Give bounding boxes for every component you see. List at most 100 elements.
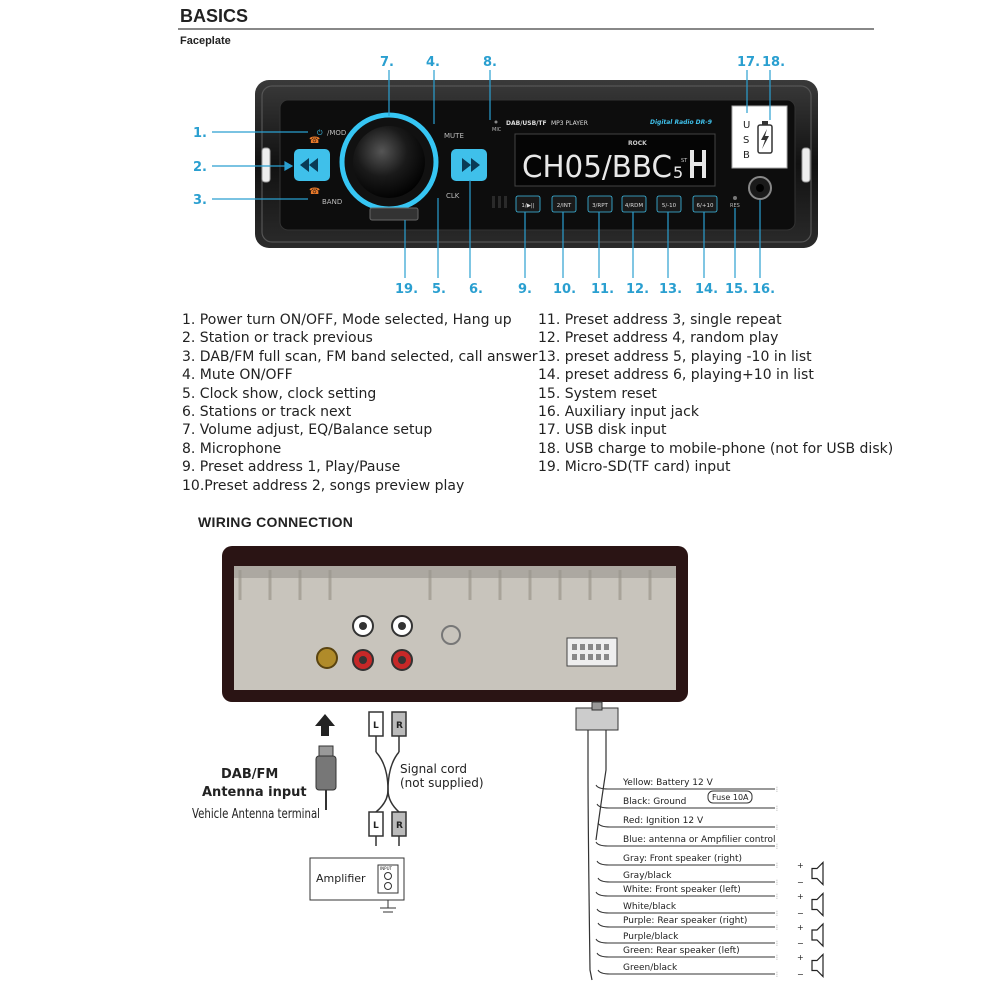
section-subtitle: Faceplate	[180, 35, 231, 47]
callout-1: 1.	[193, 126, 207, 141]
callout-11: 11.	[591, 282, 614, 297]
polarity-icon: −	[797, 939, 804, 948]
usb-letter-b: B	[743, 150, 750, 161]
wire-line	[596, 860, 775, 866]
reset-hole	[733, 196, 737, 200]
antenna-title-1: DAB/FM	[221, 767, 278, 782]
callout-10: 10.	[553, 282, 576, 297]
wire-line	[595, 784, 775, 790]
wire-terminal-icon: ⫶	[776, 971, 778, 979]
title-rule	[178, 28, 874, 30]
legend-item: 6. Stations or track next	[182, 404, 352, 421]
callout-leaders	[212, 70, 771, 278]
callout-6: 6.	[469, 282, 483, 297]
callout-17: 17.	[737, 55, 760, 70]
legend-left: 1. Power turn ON/OFF, Mode selected, Han…	[182, 311, 538, 495]
polarity-icon: +	[797, 861, 804, 870]
wire-terminal-icon: ⫶	[776, 954, 778, 962]
legend-item: 11. Preset address 3, single repeat	[538, 312, 782, 328]
callout-13: 13.	[659, 282, 682, 297]
legend-item: 18. USB charge to mobile-phone (not for …	[538, 440, 894, 457]
callout-7: 7.	[380, 55, 394, 70]
wire-label: Gray/black	[623, 871, 672, 881]
display-text: CH05/BBC	[522, 150, 672, 185]
wire-line	[596, 952, 775, 958]
fuse-label: Fuse 10A	[712, 793, 749, 802]
signal-cord-label: Signal cord	[400, 762, 467, 776]
wire-terminal-icon: ⫶	[776, 824, 778, 832]
wiring-title: WIRING CONNECTION	[198, 514, 354, 530]
signal-cord-note: (not supplied)	[400, 776, 484, 790]
preset-button-6[interactable]	[692, 195, 718, 213]
source-label: DAB/USB/TF	[506, 120, 547, 127]
page-title: BASICS	[180, 6, 249, 26]
amp-input-tag: INPUT	[380, 866, 393, 871]
legend-item: 2. Station or track previous	[182, 330, 373, 347]
wire-line	[596, 908, 775, 914]
antenna-plug	[315, 755, 337, 791]
antenna-socket	[316, 647, 338, 669]
callout-2: 2.	[193, 160, 207, 175]
polarity-icon: −	[797, 878, 804, 887]
legend-right: 11. Preset address 3, single repeat 12. …	[538, 311, 893, 477]
preset-button-5[interactable]	[656, 195, 682, 213]
wire-line	[597, 969, 775, 975]
legend-item: 5. Clock show, clock setting	[182, 385, 377, 402]
wire-terminal-icon: ⫶	[776, 910, 778, 918]
wire-terminal-icon: ⫶	[776, 879, 778, 887]
wire-label: Black: Ground	[623, 797, 686, 807]
legend-item: 15. System reset	[538, 385, 657, 402]
rca-cord	[368, 711, 407, 846]
rca-label-r: R	[396, 821, 403, 831]
wire-terminal-icon: ⫶	[776, 805, 778, 813]
callout-14: 14.	[695, 282, 718, 297]
polarity-icon: −	[797, 909, 804, 918]
preset-button-2[interactable]	[551, 195, 577, 213]
iso-connector	[566, 637, 618, 667]
wire-label: Yellow: Battery 12 V	[622, 778, 714, 788]
wire-terminal-icon: ⫶	[776, 786, 778, 794]
clk-label: CLK	[446, 192, 460, 200]
wire-label: Green/black	[623, 963, 678, 973]
wire-label: Gray: Front speaker (right)	[623, 854, 742, 864]
wire-line	[595, 938, 775, 944]
lcd-display	[514, 133, 716, 187]
speaker-icon	[811, 861, 824, 886]
genre-label: ROCK	[628, 140, 647, 147]
legend-item: 13. preset address 5, playing -10 in lis…	[538, 348, 812, 365]
callout-12: 12.	[626, 282, 649, 297]
preset-label-3: 3/RPT	[592, 203, 608, 209]
mod-label: /MOD	[327, 129, 346, 137]
svg-text:⏻: ⏻	[317, 129, 323, 137]
polarity-icon: −	[797, 970, 804, 979]
res-label: RES	[730, 203, 740, 209]
svg-text:☎: ☎	[309, 187, 320, 197]
vent-slots	[492, 196, 507, 208]
mic-hole	[494, 120, 498, 124]
preset-label-4: 4/RDM	[625, 203, 643, 209]
legend-item: 14. preset address 6, playing+10 in list	[538, 367, 814, 384]
callout-18: 18.	[762, 55, 785, 70]
rca-label-l: L	[373, 721, 379, 731]
preset-button-1[interactable]	[515, 195, 541, 213]
rca-label-r: R	[396, 721, 403, 731]
callout-15: 15.	[725, 282, 748, 297]
preset-button-3[interactable]	[587, 195, 613, 213]
wire-label: White: Front speaker (left)	[623, 885, 741, 895]
callout-19: 19.	[395, 282, 418, 297]
legend-item: 9. Preset address 1, Play/Pause	[182, 459, 401, 476]
display-tail: 5	[673, 163, 683, 182]
up-arrow-icon	[315, 714, 335, 736]
preset-label-6: 6/+10	[697, 203, 714, 209]
callout-8: 8.	[483, 55, 497, 70]
antenna-title-2: Antenna input	[202, 785, 307, 800]
player-label: MP3 PLAYER	[551, 120, 588, 127]
volume-knob	[353, 126, 425, 198]
callout-5: 5.	[432, 282, 446, 297]
preset-button-4[interactable]	[621, 195, 647, 213]
legend-item: 7. Volume adjust, EQ/Balance setup	[182, 422, 433, 439]
polarity-icon: +	[797, 892, 804, 901]
wire-label: Purple: Rear speaker (right)	[623, 916, 747, 926]
mic-label: MIC	[492, 127, 502, 133]
wire-label: Red: Ignition 12 V	[623, 816, 704, 826]
